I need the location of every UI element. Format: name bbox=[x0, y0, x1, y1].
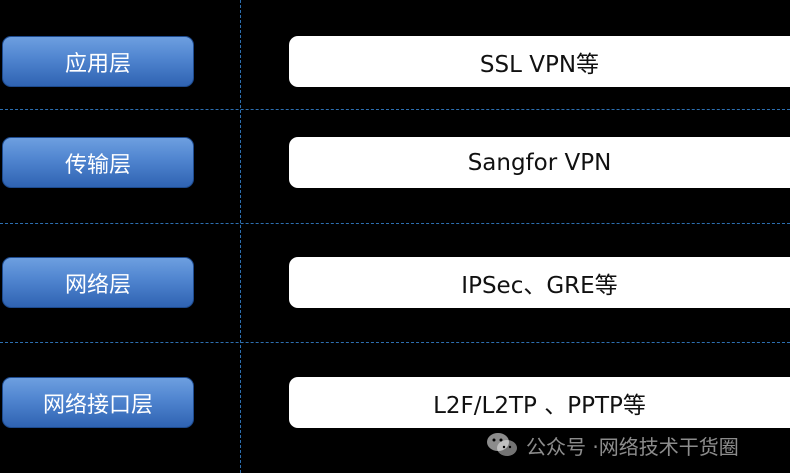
layer-box-transport: 传输层 bbox=[2, 137, 194, 188]
protocol-box-application: SSL VPN等 bbox=[289, 36, 790, 87]
watermark-account: 网络技术干货圈 bbox=[598, 434, 739, 459]
protocol-box-network-interface: L2F/L2TP 、PPTP等 bbox=[289, 377, 790, 428]
wechat-icon bbox=[487, 433, 517, 456]
row-divider bbox=[0, 223, 790, 224]
row-divider bbox=[0, 109, 790, 110]
layer-box-network: 网络层 bbox=[2, 257, 194, 308]
watermark-prefix: 公众号 · bbox=[526, 434, 599, 459]
row-divider bbox=[0, 342, 790, 343]
protocol-box-transport: Sangfor VPN bbox=[289, 137, 790, 188]
protocol-box-network: IPSec、GRE等 bbox=[289, 257, 790, 308]
layer-box-application: 应用层 bbox=[2, 36, 194, 87]
layer-box-network-interface: 网络接口层 bbox=[2, 377, 194, 428]
watermark: 公众号 · 网络技术干货圈 bbox=[486, 428, 786, 462]
vertical-divider bbox=[240, 0, 241, 473]
